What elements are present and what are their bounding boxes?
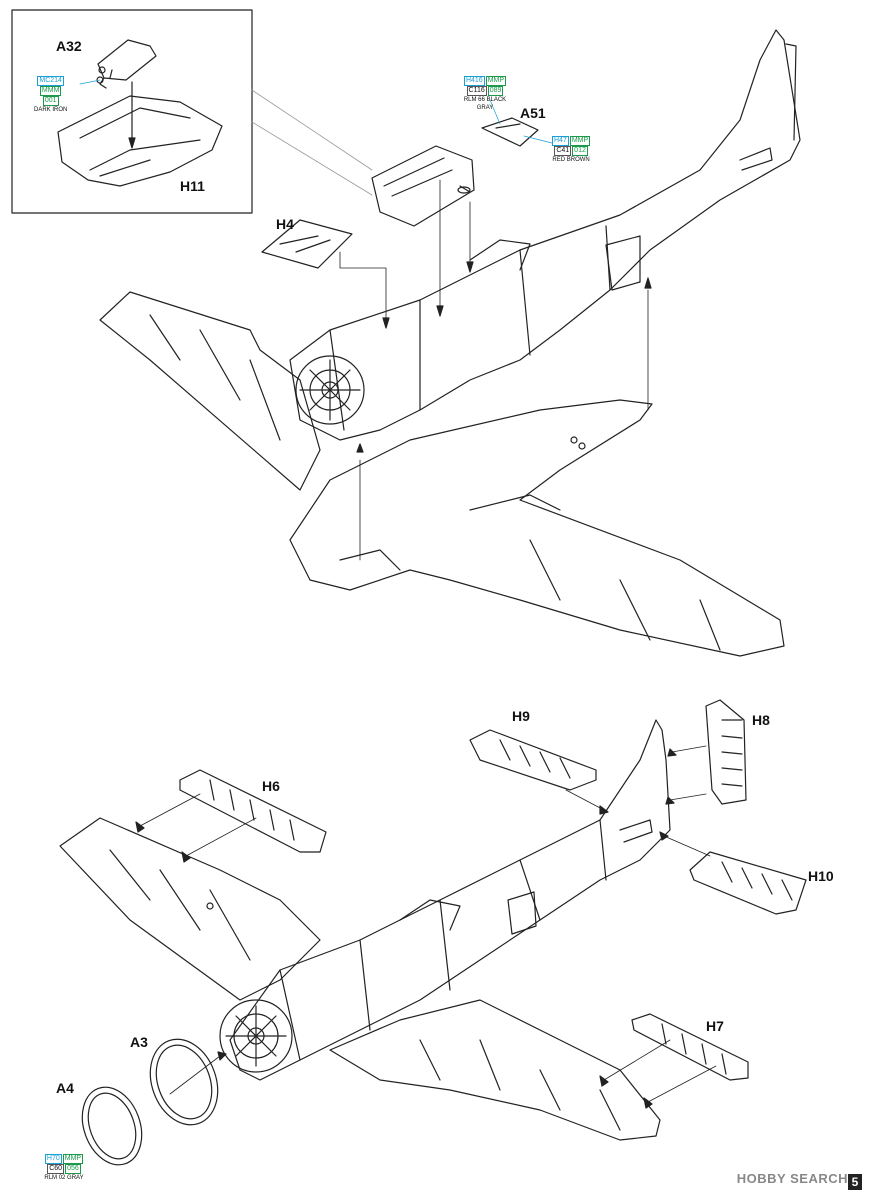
- inset-leader-lines: [251, 89, 373, 196]
- label-a3: A3: [130, 1034, 148, 1050]
- h8-leader-1: [671, 745, 707, 753]
- paint-code: 012: [572, 146, 588, 156]
- top-lower-wing: [289, 399, 785, 657]
- page-number: 5: [848, 1174, 862, 1190]
- h6-leader-2: [185, 817, 257, 857]
- top-left-wing: [99, 291, 321, 491]
- h8-part: [705, 699, 747, 805]
- paint-name: RLM 02 GRAY: [44, 1175, 84, 1181]
- a3-ring: [149, 1038, 219, 1126]
- paint-code: H416: [463, 76, 485, 86]
- h6-part: [179, 769, 327, 853]
- callout-leader-blackgray: [489, 99, 501, 125]
- label-h11: H11: [180, 178, 205, 194]
- paint-name: RLM 66 BLACK GRAY: [463, 97, 507, 111]
- label-h8: H8: [752, 712, 770, 728]
- label-a4: A4: [56, 1080, 74, 1096]
- bottom-left-wing: [59, 817, 321, 1001]
- label-h4: H4: [276, 216, 294, 232]
- bottom-right-wing: [329, 999, 661, 1141]
- h8-leader-2: [669, 793, 707, 801]
- paint-code: MMP: [569, 136, 591, 146]
- h7-leader-1: [603, 1039, 671, 1081]
- label-h7: H7: [706, 1018, 724, 1034]
- a4-ring: [81, 1086, 143, 1166]
- callout-leader-redbrown: [523, 135, 557, 145]
- paint-code: H70: [44, 1154, 62, 1164]
- h10-leader: [663, 835, 711, 857]
- paint-name: DARK IRON: [34, 107, 68, 113]
- h7-part: [631, 1013, 749, 1081]
- watermark: HOBBY SEARCH: [736, 1171, 848, 1186]
- paint-code: MMP: [485, 76, 507, 86]
- label-h9: H9: [512, 708, 530, 724]
- callout-leader-darkiron: [79, 79, 101, 85]
- h6-leader-1: [139, 793, 201, 827]
- bottom-fuselage: [219, 719, 671, 1081]
- paint-code: H47: [552, 136, 569, 146]
- h4-part: [261, 219, 353, 269]
- cowling-top-part: [371, 145, 475, 227]
- h9-leader: [565, 789, 605, 811]
- h9-part: [469, 729, 597, 791]
- h10-part: [689, 851, 807, 915]
- inset-box: [11, 9, 253, 214]
- a32-part: [96, 39, 157, 89]
- h4-leader: [339, 251, 387, 321]
- paint-callout-dark-iron: MC214 MMM 001 DARK IRON: [34, 76, 67, 114]
- label-h10: H10: [808, 868, 834, 884]
- paint-code: MMP: [62, 1154, 84, 1164]
- paint-code: C116: [466, 86, 487, 96]
- paint-code: C60: [47, 1164, 65, 1174]
- a51-part: [481, 117, 539, 147]
- h7-leader-2: [647, 1065, 717, 1103]
- paint-name: RED BROWN: [552, 157, 590, 163]
- top-fuselage: [289, 29, 801, 441]
- label-a32: A32: [56, 38, 82, 54]
- h11-part: [57, 81, 223, 187]
- paint-code: C41: [554, 146, 572, 156]
- label-a51: A51: [520, 105, 546, 121]
- label-h6: H6: [262, 778, 280, 794]
- paint-code: MMM: [39, 86, 62, 96]
- paint-code: MC214: [37, 76, 64, 86]
- paint-code: 056: [65, 1164, 81, 1174]
- paint-code: 001: [42, 96, 59, 106]
- paint-code: 089: [487, 86, 504, 96]
- a3-arrow: [169, 1055, 221, 1095]
